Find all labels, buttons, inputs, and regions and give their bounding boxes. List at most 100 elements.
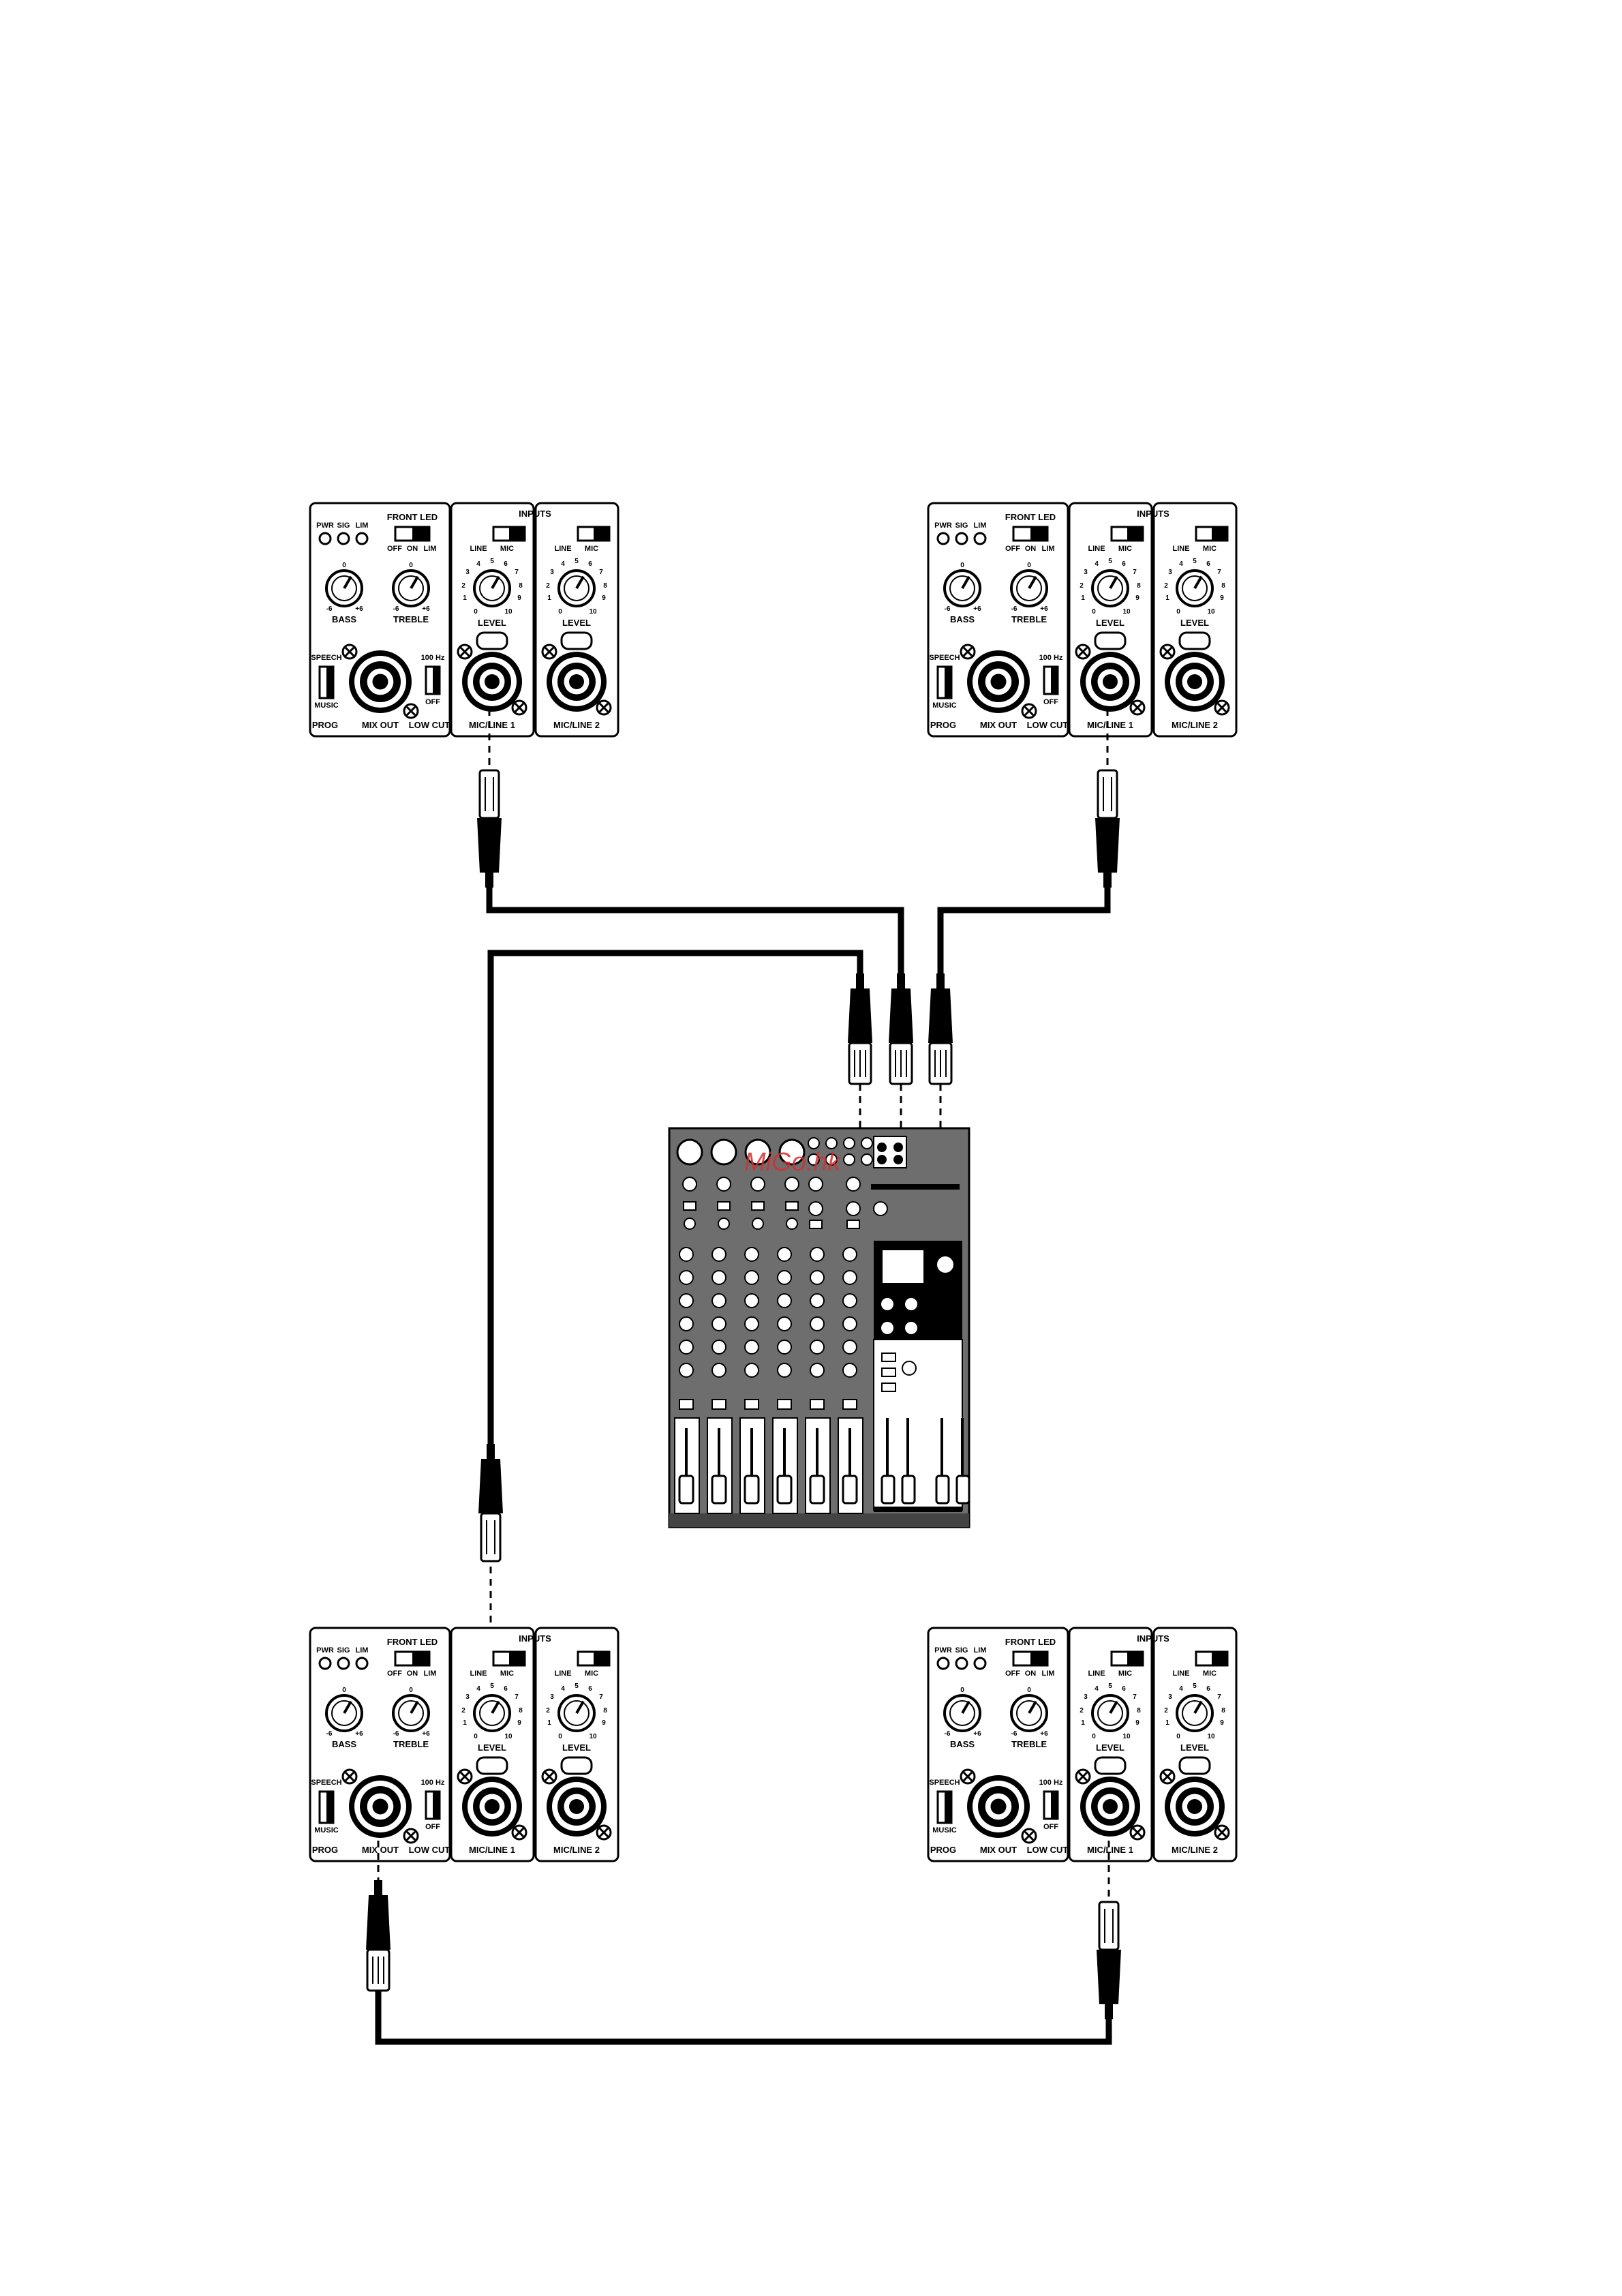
- channel-knob[interactable]: [810, 1316, 825, 1331]
- ch1-combo-jack[interactable]: [462, 652, 522, 712]
- channel-knob[interactable]: [744, 1270, 759, 1285]
- channel-fader[interactable]: [776, 1475, 793, 1505]
- channel-knob[interactable]: [777, 1363, 792, 1378]
- channel-knob[interactable]: [810, 1340, 825, 1355]
- channel-knob[interactable]: [711, 1340, 726, 1355]
- channel-knob[interactable]: [744, 1340, 759, 1355]
- low-cut-switch[interactable]: [425, 665, 441, 695]
- mixer-xlr-input-1[interactable]: [676, 1138, 703, 1166]
- prog-switch[interactable]: [318, 665, 335, 699]
- channel-knob[interactable]: [711, 1316, 726, 1331]
- channel-knob[interactable]: [711, 1293, 726, 1308]
- channel-knob[interactable]: [777, 1316, 792, 1331]
- ch2-combo-jack[interactable]: [547, 652, 607, 712]
- low-cut-switch[interactable]: [1043, 1790, 1059, 1820]
- ch1-line-mic-switch[interactable]: [492, 1650, 526, 1667]
- prog-switch[interactable]: [936, 1790, 953, 1824]
- channel-knob[interactable]: [810, 1247, 825, 1262]
- ch2-combo-jack[interactable]: [1165, 1777, 1225, 1837]
- channel-knob[interactable]: [679, 1363, 694, 1378]
- front-led-switch[interactable]: [1012, 1650, 1049, 1667]
- channel-knob[interactable]: [679, 1293, 694, 1308]
- channel-knob[interactable]: [744, 1247, 759, 1262]
- mixer-line-input-1[interactable]: [682, 1177, 697, 1192]
- channel-knob[interactable]: [711, 1270, 726, 1285]
- mixer-line-input-2[interactable]: [716, 1177, 731, 1192]
- treble-knob[interactable]: [1010, 569, 1048, 607]
- ch1-combo-jack[interactable]: [1080, 652, 1140, 712]
- channel-knob[interactable]: [679, 1270, 694, 1285]
- ch2-combo-jack[interactable]: [1165, 652, 1225, 712]
- channel-knob[interactable]: [679, 1316, 694, 1331]
- channel-knob[interactable]: [744, 1363, 759, 1378]
- mixer-main-out-jacks[interactable]: [873, 1136, 907, 1168]
- channel-fader[interactable]: [678, 1475, 694, 1505]
- channel-knob[interactable]: [810, 1363, 825, 1378]
- low-cut-switch[interactable]: [1043, 665, 1059, 695]
- ch1-level-knob[interactable]: [1091, 1694, 1129, 1732]
- channel-knob[interactable]: [842, 1363, 857, 1378]
- ch2-level-knob[interactable]: [557, 569, 596, 607]
- channel-fader[interactable]: [809, 1475, 825, 1505]
- front-led-switch[interactable]: [394, 1650, 431, 1667]
- ch2-line-mic-switch[interactable]: [1195, 526, 1229, 542]
- prog-switch[interactable]: [318, 1790, 335, 1824]
- ch1-line-mic-switch[interactable]: [1110, 1650, 1144, 1667]
- mix-out-jack[interactable]: [967, 650, 1030, 713]
- channel-fader[interactable]: [711, 1475, 727, 1505]
- channel-knob[interactable]: [711, 1363, 726, 1378]
- mixer-xlr-input-3[interactable]: [744, 1138, 771, 1166]
- channel-knob[interactable]: [777, 1270, 792, 1285]
- channel-knob[interactable]: [744, 1316, 759, 1331]
- channel-knob[interactable]: [777, 1247, 792, 1262]
- ch1-combo-jack[interactable]: [462, 1777, 522, 1837]
- mixer-line-input-3[interactable]: [750, 1177, 765, 1192]
- low-cut-switch[interactable]: [425, 1790, 441, 1820]
- bass-knob[interactable]: [943, 569, 981, 607]
- mix-out-jack[interactable]: [967, 1775, 1030, 1838]
- mixer-xlr-input-4[interactable]: [778, 1138, 806, 1166]
- front-led-switch[interactable]: [394, 526, 431, 542]
- ch2-level-knob[interactable]: [1176, 1694, 1214, 1732]
- prog-switch[interactable]: [936, 665, 953, 699]
- mix-out-jack[interactable]: [349, 650, 412, 713]
- mix-out-jack[interactable]: [349, 1775, 412, 1838]
- ch2-line-mic-switch[interactable]: [577, 1650, 611, 1667]
- master-fader[interactable]: [955, 1475, 970, 1505]
- ch2-level-knob[interactable]: [557, 1694, 596, 1732]
- channel-knob[interactable]: [711, 1247, 726, 1262]
- ch1-combo-jack[interactable]: [1080, 1777, 1140, 1837]
- channel-knob[interactable]: [810, 1293, 825, 1308]
- ch1-level-knob[interactable]: [473, 1694, 511, 1732]
- treble-knob[interactable]: [392, 1694, 430, 1732]
- bass-knob[interactable]: [943, 1694, 981, 1732]
- ch2-level-knob[interactable]: [1176, 569, 1214, 607]
- mixer-line-input-4[interactable]: [784, 1177, 799, 1192]
- channel-knob[interactable]: [842, 1316, 857, 1331]
- master-fader[interactable]: [935, 1475, 950, 1505]
- ch2-line-mic-switch[interactable]: [1195, 1650, 1229, 1667]
- channel-knob[interactable]: [744, 1293, 759, 1308]
- mixer-xlr-input-2[interactable]: [710, 1138, 737, 1166]
- ch1-level-knob[interactable]: [1091, 569, 1129, 607]
- channel-fader[interactable]: [842, 1475, 858, 1505]
- master-fader[interactable]: [901, 1475, 916, 1505]
- channel-fader[interactable]: [744, 1475, 760, 1505]
- ch2-combo-jack[interactable]: [547, 1777, 607, 1837]
- channel-knob[interactable]: [679, 1247, 694, 1262]
- front-led-switch[interactable]: [1012, 526, 1049, 542]
- channel-knob[interactable]: [777, 1293, 792, 1308]
- channel-knob[interactable]: [810, 1270, 825, 1285]
- treble-knob[interactable]: [1010, 1694, 1048, 1732]
- channel-knob[interactable]: [842, 1270, 857, 1285]
- channel-knob[interactable]: [842, 1247, 857, 1262]
- channel-knob[interactable]: [777, 1340, 792, 1355]
- ch2-line-mic-switch[interactable]: [577, 526, 611, 542]
- channel-knob[interactable]: [842, 1340, 857, 1355]
- ch1-line-mic-switch[interactable]: [492, 526, 526, 542]
- ch1-level-knob[interactable]: [473, 569, 511, 607]
- channel-knob[interactable]: [679, 1340, 694, 1355]
- treble-knob[interactable]: [392, 569, 430, 607]
- bass-knob[interactable]: [325, 569, 363, 607]
- bass-knob[interactable]: [325, 1694, 363, 1732]
